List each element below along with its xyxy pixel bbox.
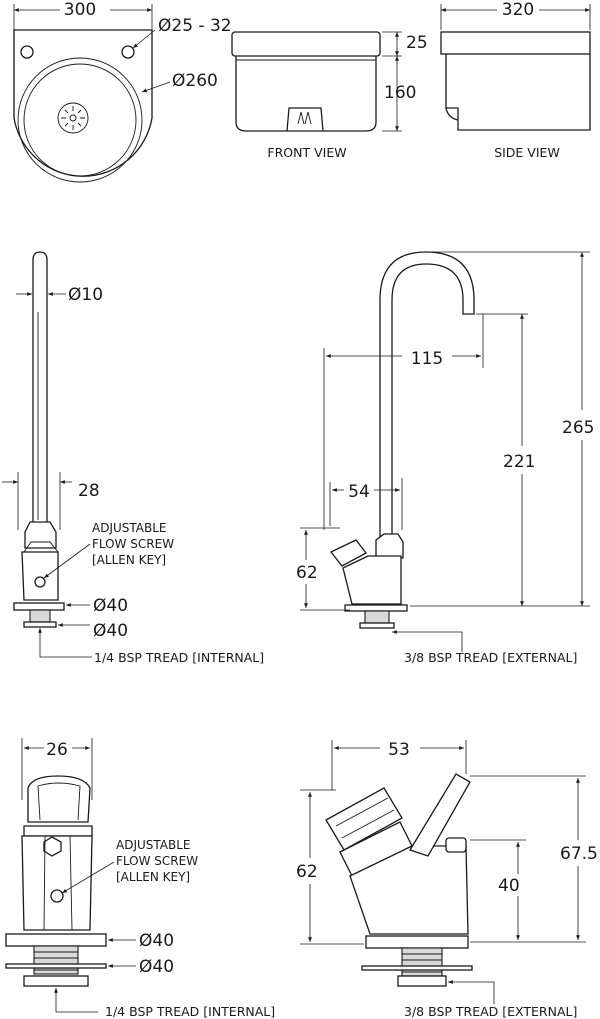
valve-flow-screw-icon bbox=[50, 889, 64, 903]
valve-overall-height-dim: 67.5 bbox=[560, 844, 598, 864]
overall-height-dim: 265 bbox=[562, 418, 594, 438]
basin-front-view: 25 160 FRONT VIEW bbox=[231, 31, 428, 160]
valve-height-dim: 62 bbox=[296, 563, 318, 583]
front-view-label: FRONT VIEW bbox=[267, 145, 346, 160]
flow-screw-note-1: ADJUSTABLE bbox=[92, 521, 167, 535]
body-height-dim: 160 bbox=[384, 83, 416, 103]
front-badge-icon bbox=[286, 107, 324, 132]
valve-button-height-dim: 40 bbox=[498, 876, 520, 896]
fixing-hole-dia-dim: Ø25 - 32 bbox=[158, 16, 232, 36]
valve-side-view: 53 67.5 40 62 3/8 BSP TREAD [EXTERNAL] bbox=[296, 740, 598, 1019]
fixing-hole-right bbox=[121, 45, 135, 59]
valve-flow-screw-note-1: ADJUSTABLE bbox=[116, 838, 191, 852]
outlet-height-dim: 221 bbox=[503, 452, 535, 472]
valve-cap-front bbox=[27, 775, 91, 823]
side-view-label: SIDE VIEW bbox=[494, 145, 560, 160]
spout-collar bbox=[24, 521, 57, 549]
basin-depth-dim: 320 bbox=[502, 0, 534, 20]
basin-outline bbox=[13, 29, 153, 177]
flange-dia-dim: Ø40 bbox=[93, 596, 128, 616]
reach-dim: 115 bbox=[411, 349, 443, 369]
basin-width-dim: 300 bbox=[64, 0, 96, 20]
valve-cap-height-dim: 62 bbox=[296, 862, 318, 882]
valve-thread-external-label: 3/8 BSP TREAD [EXTERNAL] bbox=[404, 1004, 577, 1019]
spout-thread bbox=[29, 609, 51, 623]
spout-side-collar bbox=[375, 533, 404, 559]
valve-thread-side bbox=[401, 947, 443, 977]
valve-body-front bbox=[21, 835, 93, 931]
valve-flow-screw-note-2: FLOW SCREW bbox=[116, 854, 198, 868]
tube-offset-dim: 28 bbox=[78, 481, 100, 501]
thread-internal-label: 1/4 BSP TREAD [INTERNAL] bbox=[94, 650, 264, 665]
spout-tube bbox=[32, 251, 48, 531]
valve-offset-dim: 54 bbox=[348, 482, 370, 502]
valve-flange-side bbox=[365, 935, 469, 949]
valve-thread-front bbox=[33, 945, 79, 975]
basin-plan-view: 300 Ø25 - 32 Ø260 bbox=[13, 0, 232, 183]
valve-body-width-dim: 26 bbox=[46, 740, 68, 760]
fixing-hole-left bbox=[20, 45, 34, 59]
flow-screw-icon bbox=[34, 576, 46, 588]
basin-bowl bbox=[17, 57, 143, 183]
valve-flange-front bbox=[5, 933, 107, 947]
side-lip bbox=[440, 31, 591, 55]
bowl-dia-dim: Ø260 bbox=[172, 71, 218, 91]
waste-grate-icon bbox=[57, 102, 89, 134]
lip-height-dim: 25 bbox=[406, 33, 428, 53]
flow-screw-note-2: FLOW SCREW bbox=[92, 537, 174, 551]
valve-front-view: 26 ADJUSTABLE FLOW SCREW [ALLEN KEY] Ø40… bbox=[5, 738, 275, 1019]
valve-washer-dia-dim: Ø40 bbox=[139, 957, 174, 977]
front-lip bbox=[231, 31, 381, 57]
thread-external-label: 3/8 BSP TREAD [EXTERNAL] bbox=[404, 650, 577, 665]
basin-side-view: 320 SIDE VIEW bbox=[440, 0, 591, 160]
flow-screw-note-3: [ALLEN KEY] bbox=[92, 553, 166, 567]
spout-front-view: Ø10 28 ADJUSTABLE FLOW SCREW [ALLEN KEY]… bbox=[2, 251, 264, 665]
valve-thread-internal-label: 1/4 BSP TREAD [INTERNAL] bbox=[105, 1004, 275, 1019]
spout-side-valve-body bbox=[342, 555, 402, 605]
push-cap-side bbox=[325, 787, 403, 851]
spout-valve-body bbox=[21, 551, 59, 601]
spout-flange bbox=[13, 602, 65, 611]
tube-dia-dim: Ø10 bbox=[68, 285, 103, 305]
hex-nut-icon bbox=[43, 836, 62, 857]
push-cap bbox=[329, 539, 367, 567]
washer-dia-dim: Ø40 bbox=[93, 621, 128, 641]
valve-flange-dia-dim: Ø40 bbox=[139, 931, 174, 951]
valve-flow-screw-note-3: [ALLEN KEY] bbox=[116, 870, 190, 884]
valve-overall-width-dim: 53 bbox=[388, 740, 410, 760]
lever-icon bbox=[409, 773, 471, 857]
gooseneck-spout bbox=[379, 251, 475, 540]
front-body bbox=[235, 56, 377, 132]
side-body bbox=[445, 54, 591, 131]
spout-side-view: 115 265 221 54 62 3/8 BSP TREAD [EXTERNA… bbox=[296, 251, 594, 665]
